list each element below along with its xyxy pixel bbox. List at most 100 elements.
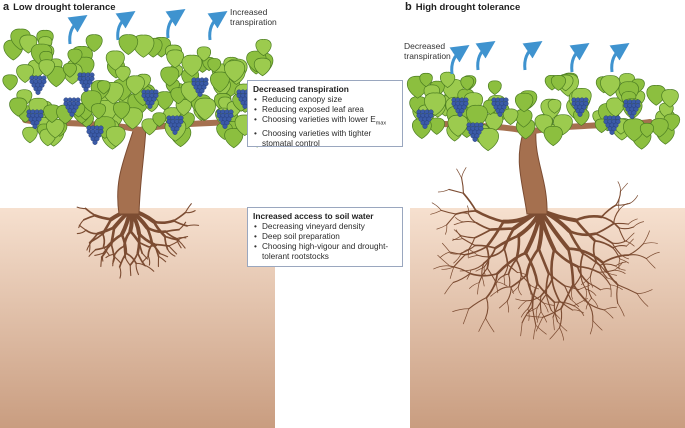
root-branch: [475, 222, 492, 231]
root-branch: [515, 298, 527, 302]
root-branch: [520, 274, 531, 286]
root-branch: [164, 230, 178, 240]
root-branch: [475, 266, 485, 272]
root-branch: [614, 265, 626, 271]
leaf: [600, 75, 621, 97]
root-branch: [437, 254, 451, 267]
root-branch: [560, 283, 575, 310]
decreased-transpiration-heading: Decreased transpiration: [253, 84, 349, 94]
root-branch: [461, 177, 464, 194]
root-branch: [627, 254, 647, 260]
root-branch: [536, 282, 556, 304]
root-branch: [101, 233, 106, 248]
leaf: [439, 71, 456, 88]
grape: [32, 123, 38, 129]
root-branch: [573, 298, 588, 307]
root-branch: [184, 203, 192, 214]
root-branch: [495, 281, 508, 287]
root-branch: [545, 272, 550, 296]
transpiration-arrow: [609, 43, 630, 73]
root-branch: [611, 242, 621, 255]
root-branch: [507, 273, 511, 287]
root-branch: [559, 327, 565, 341]
root-branch: [539, 295, 542, 313]
root-branch: [176, 238, 182, 249]
decreased-transpiration-label: Decreased transpiration: [404, 41, 451, 61]
root-branch: [470, 262, 485, 271]
root-branch: [620, 182, 628, 192]
root-branch: [466, 269, 472, 280]
root-branch: [553, 301, 559, 323]
root-branch: [462, 308, 470, 325]
root-branch: [147, 255, 151, 266]
list-item: Deep soil preparation: [253, 232, 397, 242]
root-branch: [449, 252, 462, 255]
root-branch: [536, 311, 542, 323]
root-branch: [484, 297, 489, 319]
root-branch: [543, 302, 549, 313]
root-branch: [176, 237, 187, 240]
leaf: [97, 80, 111, 95]
root-branch: [477, 282, 480, 295]
grape: [609, 129, 615, 135]
root-branch: [527, 293, 533, 310]
root-branch: [594, 232, 614, 245]
root-branch: [178, 221, 187, 231]
leaf: [210, 71, 230, 93]
canopy-right: [406, 71, 681, 152]
soil-water-heading: Increased access to soil water: [253, 211, 374, 221]
soil-water-list: Decreasing vineyard density Deep soil pr…: [253, 222, 397, 262]
grape: [222, 123, 228, 129]
root-branch: [600, 216, 620, 229]
list-item: Reducing exposed leaf area: [253, 105, 397, 115]
canopy-left: [2, 28, 278, 150]
root-branch: [518, 300, 527, 310]
root-branch: [119, 266, 122, 279]
decreased-transpiration-box: Decreased transpiration Reducing canopy …: [247, 80, 403, 148]
root-branch: [467, 205, 470, 215]
root-branch: [600, 204, 617, 218]
root-branch: [645, 258, 656, 269]
root-branch: [159, 253, 169, 258]
root-branch: [531, 306, 537, 326]
root-branch: [125, 252, 137, 265]
root-branch: [592, 320, 603, 331]
root-branch: [135, 262, 147, 267]
root-branch: [468, 213, 477, 224]
root-branch: [520, 322, 523, 337]
root-branch: [645, 251, 660, 259]
root-branch: [85, 229, 99, 235]
root-branch: [88, 249, 97, 257]
root-branch: [535, 307, 538, 320]
root-branch: [462, 192, 477, 212]
root-branch: [172, 219, 188, 227]
decreased-transpiration-line2: transpiration: [404, 51, 451, 61]
grape: [457, 111, 463, 117]
root-branch: [184, 210, 196, 214]
root-branch: [592, 239, 598, 263]
trunk: [518, 129, 548, 215]
leaf: [661, 89, 679, 108]
soil-water-box: Increased access to soil water Decreasin…: [247, 207, 403, 267]
root-branch: [113, 245, 126, 256]
root-branch: [536, 293, 547, 308]
panel-a-title-text: Low drought tolerance: [13, 2, 116, 13]
root-branch: [166, 248, 176, 257]
root-branch: [452, 238, 463, 240]
leaf: [419, 72, 433, 88]
list-item: Choosing high-vigour and drought-toleran…: [253, 242, 397, 262]
grape: [69, 111, 75, 117]
soil-left: [0, 208, 275, 428]
transpiration-arrow: [522, 41, 543, 71]
grape: [197, 91, 203, 97]
transpiration-arrow: [449, 45, 470, 75]
root-branch: [444, 282, 454, 295]
root-branch: [520, 308, 529, 318]
root-branch: [164, 228, 180, 233]
transpiration-arrow: [115, 11, 136, 41]
root-branch: [571, 287, 573, 300]
root-branch: [78, 219, 85, 229]
root-branch: [498, 300, 508, 309]
root-branch: [517, 274, 522, 288]
